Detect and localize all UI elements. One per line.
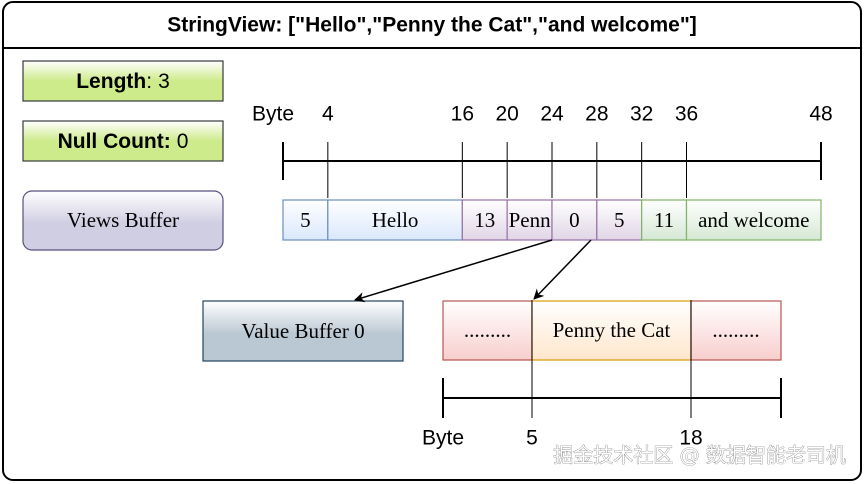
- length-value: 3: [158, 70, 170, 93]
- value-scale-ticks: 5 18: [526, 300, 703, 450]
- views-cell-text-7: and welcome: [698, 208, 809, 232]
- value-cell-text-2: .........: [712, 318, 759, 342]
- views-cell-text-1: Hello: [372, 208, 419, 232]
- views-scale-label: Byte: [252, 103, 294, 126]
- value-scale-label: Byte: [422, 427, 464, 450]
- views-buffer-cells: 5 Hello 13 Penn 0 5 11 and welcome: [282, 199, 822, 241]
- views-scale-tick-label-4: 28: [585, 103, 608, 126]
- null-count-badge-text: Null Count: 0: [58, 130, 189, 153]
- views-scale-tick-label-5: 32: [630, 103, 653, 126]
- value-buffer-cells: ......... Penny the Cat.........: [442, 300, 782, 361]
- views-cell-text-6: 11: [654, 208, 674, 232]
- views-cell-text-2: 13: [474, 208, 495, 232]
- views-cell-1: [327, 199, 463, 241]
- views-cell-text-3: Penn: [509, 208, 552, 232]
- length-separator: :: [146, 70, 152, 93]
- length-badge-text: Length:3: [76, 70, 170, 93]
- length-badge: [22, 60, 224, 102]
- null-count-value: 0: [177, 130, 189, 153]
- views-buffer-label: Views Buffer: [67, 208, 179, 232]
- value-cell-2: [690, 300, 782, 361]
- views-scale-ticks: 4 16 20 24 28 32 36 48: [322, 103, 833, 198]
- value-buffer-label: Value Buffer 0: [241, 319, 364, 343]
- arrow-to-value-buffer: [353, 239, 553, 303]
- diagram-title: StringView: ["Hello","Penny the Cat","an…: [167, 14, 697, 37]
- views-scale-tick-label-2: 20: [495, 103, 518, 126]
- views-cell-text-5: 5: [614, 208, 625, 232]
- views-scale-tick-label-7: 48: [809, 103, 832, 126]
- views-cell-0: [282, 199, 329, 241]
- views-scale-tick-label-0: 4: [322, 103, 334, 126]
- arrow-to-offset: [533, 239, 592, 300]
- watermark-text: 掘金技术社区 @ 数据智能老司机: [553, 443, 846, 467]
- value-scale-tick-label-1: 18: [679, 427, 702, 450]
- null-count-label: Null Count:: [58, 130, 171, 153]
- views-cell-text-4: 0: [569, 208, 580, 232]
- length-label: Length: [76, 70, 146, 93]
- views-scale-tick-label-3: 24: [540, 103, 564, 126]
- views-cell-7: [685, 199, 822, 241]
- views-scale-tick-label-6: 36: [675, 103, 698, 126]
- value-cell-text-1: Penny the Cat: [553, 318, 671, 342]
- value-byte-scale: Byte 5 18: [422, 300, 782, 450]
- views-cell-3: [506, 199, 553, 241]
- value-cell-text-0: .........: [464, 318, 511, 342]
- value-buffer-badge: [202, 300, 404, 362]
- value-scale-tick-label-0: 5: [526, 427, 538, 450]
- views-cell-2: [461, 199, 508, 241]
- views-buffer-badge: [22, 190, 224, 251]
- views-scale-tick-label-1: 16: [451, 103, 474, 126]
- null-count-badge: [22, 120, 224, 162]
- views-byte-scale: Byte 4 16 20 24 28 32 36 48: [252, 103, 833, 198]
- views-cell-text-0: 5: [300, 208, 311, 232]
